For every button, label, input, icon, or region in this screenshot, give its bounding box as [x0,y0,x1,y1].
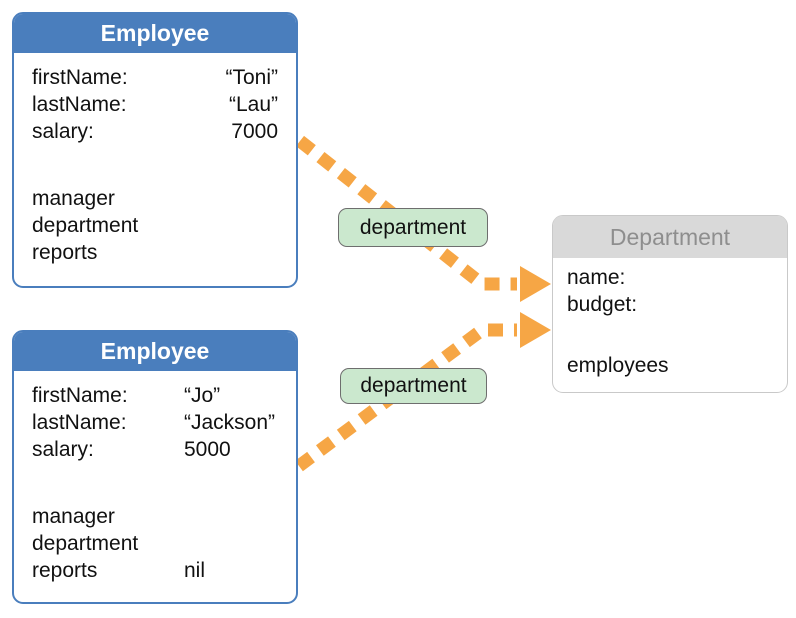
employee-2-title: Employee [14,332,296,371]
department-arrow-2-head-icon [520,312,551,348]
field-label: firstName: [32,384,128,407]
field-row: salary: 7000 [32,118,278,145]
ref-value: nil [184,559,206,582]
department-object: Department name: budget: employees [552,215,788,393]
field-value: “Toni” [225,66,278,89]
ref-row: employees [567,352,773,379]
employee-1-title: Employee [14,14,296,53]
field-label: name: [567,266,626,289]
field-row: lastName: “Jackson” [32,409,278,436]
ref-row: reports nil [32,557,278,584]
field-label: lastName: [32,93,127,116]
field-row: lastName: “Lau” [32,91,278,118]
row-gap [567,318,773,352]
ref-row: manager [32,185,278,212]
ref-row: manager [32,503,278,530]
edge-label-department-1: department [338,208,488,247]
field-label: salary: [32,438,94,461]
employee-2-body: firstName: “Jo” lastName: “Jackson” sala… [14,371,296,584]
department-arrow-1 [295,135,551,302]
field-row: firstName: “Toni” [32,64,278,91]
field-value: 5000 [184,438,231,461]
field-label: salary: [32,120,94,143]
field-value: “Jo” [184,384,221,407]
department-title: Department [553,216,787,258]
department-arrow-2 [295,312,551,472]
ref-label: manager [32,187,115,210]
field-label: firstName: [32,66,128,89]
field-row: name: [567,264,773,291]
ref-row: reports [32,239,278,266]
field-row: firstName: “Jo” [32,382,278,409]
ref-label: reports [32,241,98,264]
field-row: salary: 5000 [32,436,278,463]
field-value: 7000 [231,120,278,143]
employee-object-1: Employee firstName: “Toni” lastName: “La… [12,12,298,288]
field-row: budget: [567,291,773,318]
ref-label: reports [32,559,98,582]
edge-label-department-2: department [340,368,487,404]
department-arrow-1-head-icon [520,266,551,302]
ref-label: department [32,214,139,237]
employee-1-body: firstName: “Toni” lastName: “Lau” salary… [14,53,296,266]
field-value: “Jackson” [184,411,276,434]
employee-object-2: Employee firstName: “Jo” lastName: “Jack… [12,330,298,604]
ref-label: manager [32,505,115,528]
field-value: “Lau” [228,93,278,116]
department-body: name: budget: employees [553,258,787,379]
row-gap [32,145,278,185]
field-label: budget: [567,293,638,316]
ref-row: department [32,530,278,557]
ref-row: department [32,212,278,239]
field-label: lastName: [32,411,127,434]
row-gap [32,463,278,503]
ref-label: employees [567,354,669,377]
ref-label: department [32,532,139,555]
